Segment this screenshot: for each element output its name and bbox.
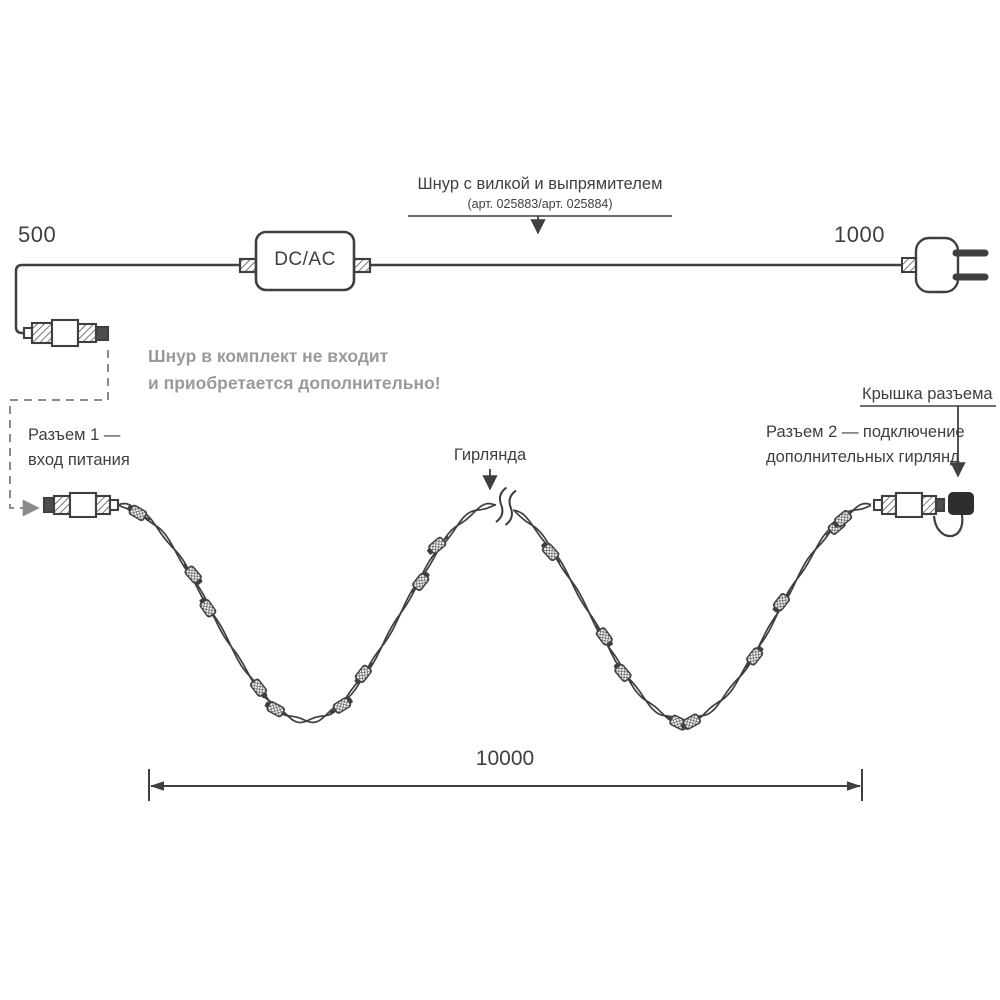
connector1-line-2: вход питания	[28, 450, 130, 469]
bulb-icon	[745, 646, 764, 669]
cord-title-pointer	[408, 215, 672, 235]
note-line-2: и приобретается дополнительно!	[148, 373, 441, 394]
bulb-icon	[354, 662, 373, 685]
bulb-icon	[249, 675, 268, 699]
cord-article-numbers: (арт. 025883/арт. 025884)	[467, 197, 613, 211]
bulb-icon	[832, 509, 855, 528]
bulb-icon	[199, 597, 217, 621]
supply-cord-wire	[14, 263, 902, 335]
bulb-icon	[772, 590, 791, 613]
connector1-label: Разъем 1 — вход питания	[28, 423, 130, 473]
bulb-icon	[183, 563, 203, 585]
connector2-line-1: Разъем 2 — подключение	[766, 423, 965, 441]
power-plug-icon	[901, 236, 989, 294]
garland-wire	[117, 502, 872, 724]
cap-label: Крышка разъема	[862, 385, 993, 403]
dcac-label: DC/AC	[274, 249, 336, 270]
note-line-1: Шнур в комплект не входит	[148, 346, 389, 366]
cord-title: Шнур с вилкой и выпрямителем (арт. 02588…	[310, 175, 770, 211]
connector1-line-1: Разъем 1 —	[28, 426, 121, 444]
supply-connector	[22, 318, 110, 348]
dim-left-500: 500	[18, 222, 57, 247]
bulb-icon	[613, 662, 633, 685]
bulb-icon	[264, 701, 289, 718]
garland-label: Гирлянда	[453, 446, 527, 464]
connector-cap-icon	[932, 492, 974, 538]
bulb-icon	[329, 697, 353, 714]
box-left-gland-icon	[238, 257, 258, 274]
cord-title-text: Шнур с вилкой и выпрямителем	[417, 175, 663, 193]
bulb-icon	[595, 624, 613, 647]
connector2-label: Разъем 2 — подключение дополнительных ги…	[766, 420, 965, 470]
bulb-icon	[680, 713, 705, 730]
connector2-line-2: дополнительных гирлянд	[766, 447, 960, 466]
bulb-icon	[541, 542, 561, 564]
dcac-converter-box	[238, 230, 372, 292]
bulb-icon	[411, 571, 430, 594]
garland-bulbs	[127, 504, 855, 731]
garland-output-connector	[872, 491, 946, 519]
wire-break-symbol	[491, 486, 519, 526]
box-right-gland-icon	[352, 257, 372, 274]
garland-input-connector	[42, 491, 120, 519]
dim-total-10000: 10000	[475, 747, 535, 770]
bulb-icon	[427, 535, 449, 555]
bulb-icon	[127, 504, 151, 522]
dimension-line-10000	[148, 769, 863, 801]
dashed-connection-path	[9, 350, 109, 517]
dim-right-1000: 1000	[834, 222, 885, 247]
not-included-note: Шнур в комплект не входит и приобретаетс…	[148, 343, 441, 397]
cap-label-pointer	[860, 405, 996, 478]
